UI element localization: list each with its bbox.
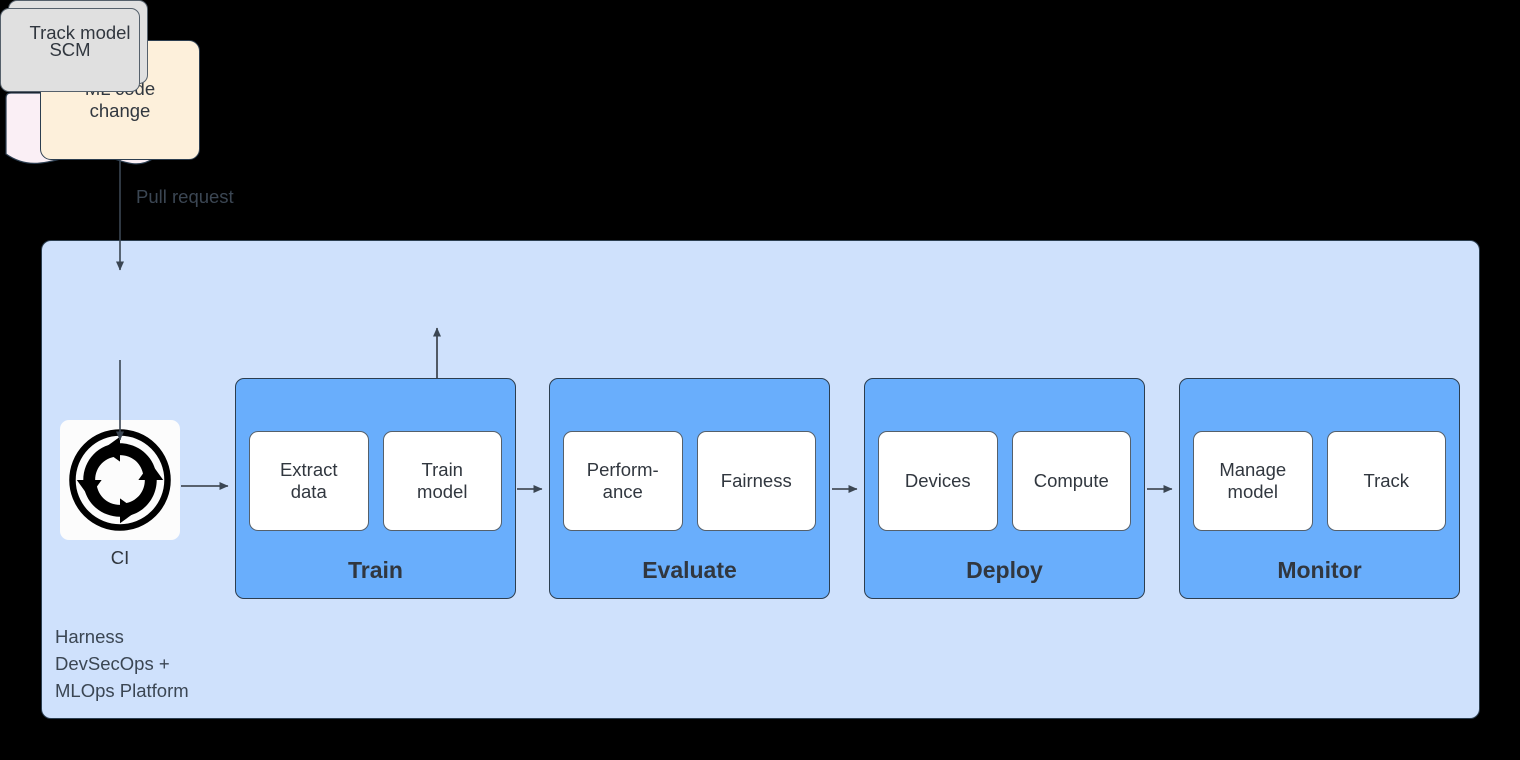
- platform-label: Harness DevSecOps + MLOps Platform: [55, 626, 189, 701]
- scm-label: SCM: [49, 39, 91, 60]
- stage-evaluate-item-fairness[interactable]: Fairness: [696, 431, 816, 531]
- pull-request-edge-label: Pull request: [136, 186, 234, 207]
- stage-train-title: Train: [348, 557, 403, 583]
- stage-monitor-title: Monitor: [1277, 557, 1362, 583]
- stage-monitor-item-track[interactable]: Track: [1326, 431, 1446, 531]
- stage-evaluate-item-performance[interactable]: Perform- ance: [563, 431, 683, 531]
- stage-deploy-items: Devices Compute: [878, 431, 1131, 531]
- ci-node[interactable]: [60, 420, 180, 540]
- stage-evaluate-title: Evaluate: [642, 557, 737, 583]
- stage-train-item-extract-data[interactable]: Extract data: [249, 431, 369, 531]
- stage-evaluate-items: Perform- ance Fairness: [563, 431, 816, 531]
- stage-evaluate[interactable]: Perform- ance Fairness Evaluate: [549, 378, 830, 599]
- scm-node[interactable]: SCM: [0, 0, 148, 92]
- stage-deploy-item-devices[interactable]: Devices: [878, 431, 998, 531]
- stage-deploy-title: Deploy: [966, 557, 1043, 583]
- stage-train-item-train-model[interactable]: Train model: [382, 431, 502, 531]
- scm-front-card: SCM: [0, 8, 140, 92]
- stage-deploy[interactable]: Devices Compute Deploy: [864, 378, 1145, 599]
- stage-train-items: Extract data Train model: [249, 431, 502, 531]
- stage-monitor-item-manage-model[interactable]: Manage model: [1193, 431, 1313, 531]
- stage-monitor[interactable]: Manage model Track Monitor: [1179, 378, 1460, 599]
- stage-train[interactable]: Extract data Train model Train: [235, 378, 516, 599]
- stage-deploy-item-compute[interactable]: Compute: [1011, 431, 1131, 531]
- stage-monitor-items: Manage model Track: [1193, 431, 1446, 531]
- track-model-label: Track model: [29, 22, 131, 43]
- ci-label: CI: [110, 547, 130, 568]
- track-model-label-wrap: Track model: [0, 0, 160, 66]
